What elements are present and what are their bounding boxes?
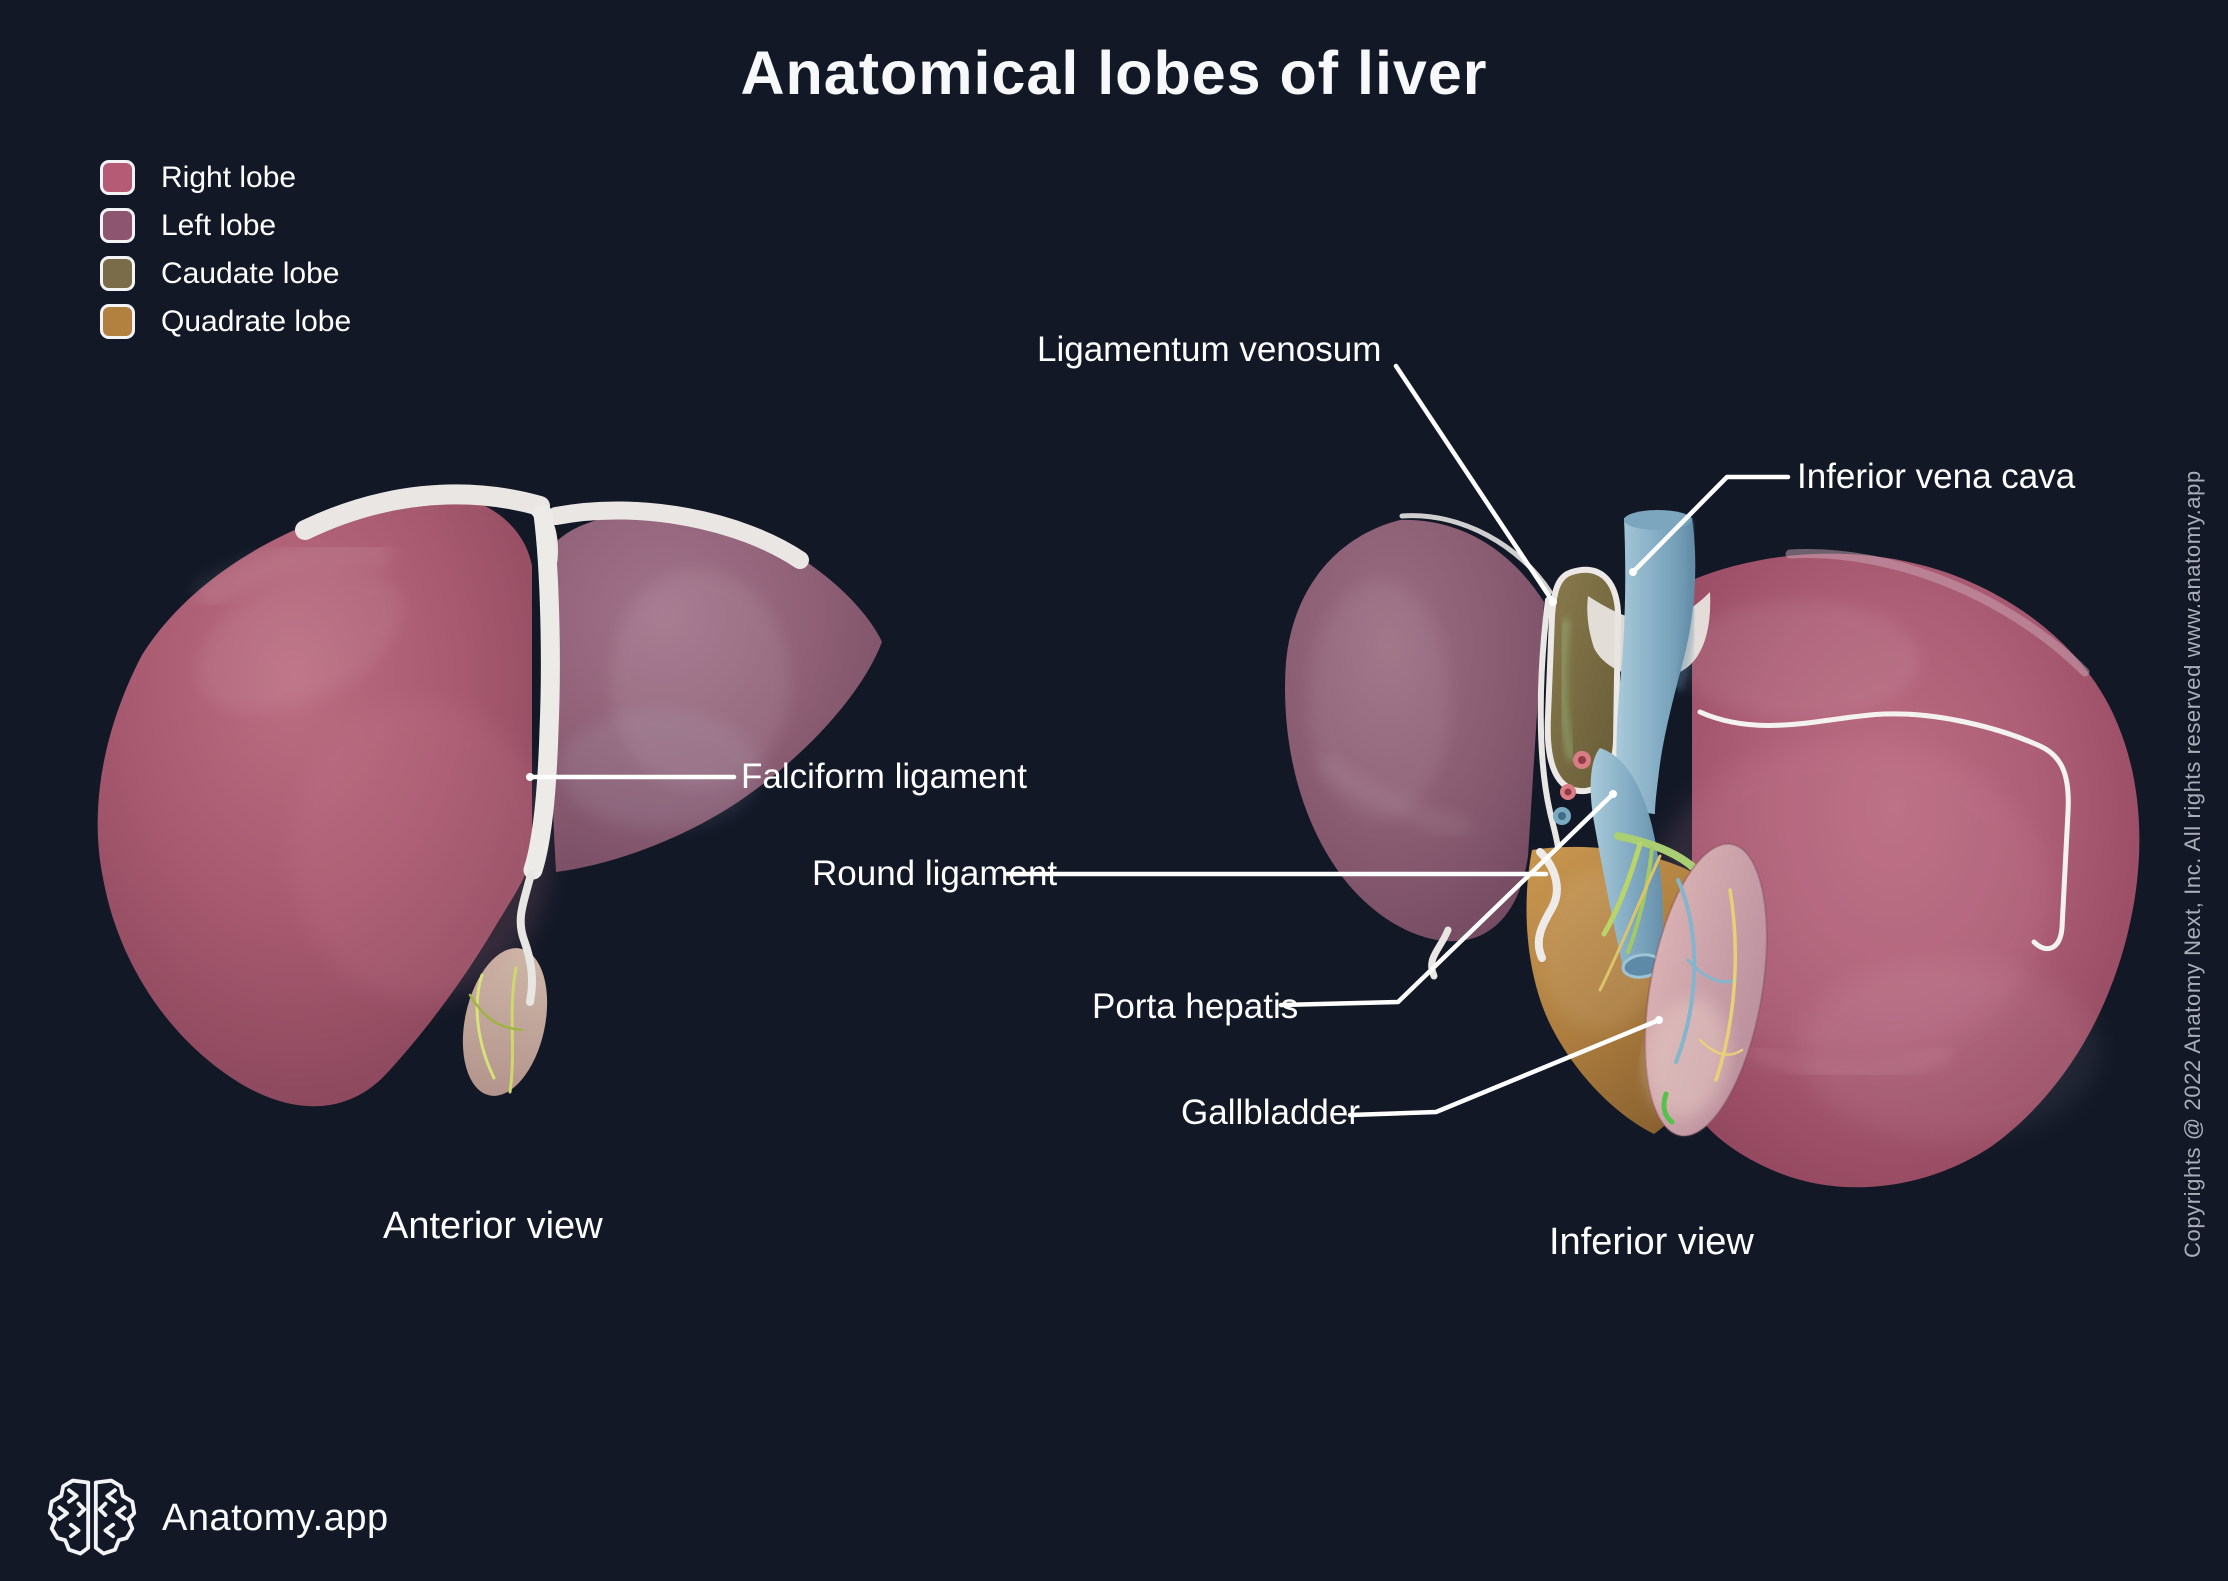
- legend-swatch-quadrate-lobe: [100, 304, 135, 339]
- legend-item-caudate-lobe: Caudate lobe: [100, 256, 351, 291]
- legend-item-quadrate-lobe: Quadrate lobe: [100, 304, 351, 339]
- anatomy-logo: Anatomy.app: [44, 1476, 389, 1560]
- leader-inferior-vena-cava: [1630, 474, 1791, 575]
- logo-text: Anatomy.app: [162, 1496, 389, 1539]
- legend-swatch-right-lobe: [100, 160, 135, 195]
- inferior-vena-cava-shape: [1616, 510, 1697, 814]
- label-ligamentum-venosum: Ligamentum venosum: [1037, 330, 1382, 369]
- inferior-view-caption: Inferior view: [1549, 1221, 1754, 1263]
- label-inferior-vena-cava: Inferior vena cava: [1797, 457, 2076, 496]
- leader-ligamentum-venosum: [1393, 363, 1556, 605]
- brain-icon: [47, 1478, 137, 1556]
- legend-item-left-lobe: Left lobe: [100, 208, 351, 243]
- anterior-cystic-vessels: [468, 966, 524, 1094]
- porta-hepatis-vessels: [1598, 832, 1703, 1036]
- leader-porta-hepatis: [1278, 791, 1616, 1008]
- leader-lines: [526, 363, 1791, 1118]
- legend-swatch-left-lobe: [100, 208, 135, 243]
- hilum-vessel-stumps: [1553, 751, 1591, 825]
- ligament-line-right-lobe: [1697, 709, 2071, 952]
- legend-label: Right lobe: [161, 161, 297, 194]
- falciform-ligament-shape: [523, 504, 560, 880]
- inferior-view-figure: [1285, 510, 2140, 1188]
- round-ligament-cord: [1534, 848, 1561, 962]
- legend-item-right-lobe: Right lobe: [100, 160, 351, 195]
- ligamentum-teres-cord: [516, 870, 536, 1006]
- anterior-view-caption: Anterior view: [383, 1205, 603, 1247]
- label-porta-hepatis: Porta hepatis: [1092, 987, 1299, 1026]
- anterior-view-figure: [97, 484, 882, 1107]
- legend-label: Left lobe: [161, 209, 277, 242]
- gallbladder-vessels: [1661, 878, 1744, 1125]
- label-round-ligament: Round ligament: [812, 854, 1058, 893]
- legend-swatch-caudate-lobe: [100, 256, 135, 291]
- leader-gallbladder: [1347, 1017, 1662, 1118]
- legend-label: Quadrate lobe: [161, 305, 352, 338]
- label-gallbladder: Gallbladder: [1181, 1093, 1360, 1132]
- page-title: Anatomical lobes of liver: [740, 39, 1488, 107]
- label-falciform-ligament: Falciform ligament: [741, 757, 1027, 796]
- legend: Right lobe Left lobe Caudate lobe Quadra…: [100, 160, 351, 352]
- copyright-text: Copyrights @ 2022 Anatomy Next, Inc. All…: [2180, 470, 2205, 1258]
- anterior-gallbladder-tip: [462, 948, 548, 1096]
- legend-label: Caudate lobe: [161, 257, 340, 290]
